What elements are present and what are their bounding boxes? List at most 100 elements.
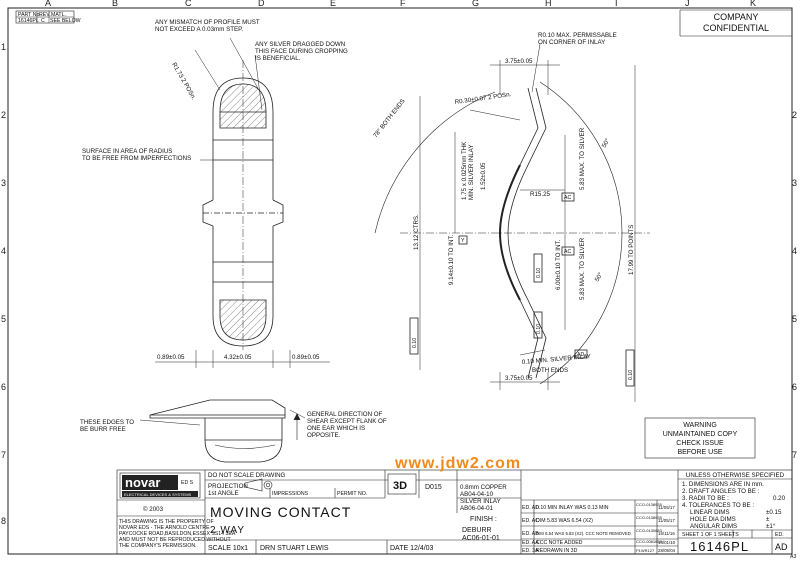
rev-date: 14/01/10 (658, 540, 676, 545)
note-inlay-thk-1: 1.75 x 0.025mm THK (461, 141, 468, 200)
material-line-4: AB06-04-01 (460, 505, 494, 512)
rev-label: REV. (39, 12, 51, 18)
datum-ac-upper: AC (564, 195, 571, 201)
grid-row-3: 3 (1, 178, 6, 188)
tolerance-line-4: 4. TOLERANCES TO BE : (682, 502, 754, 509)
grid-col-d: D (258, 0, 265, 8)
tolerance-linear-value: ±0.15 (766, 509, 782, 516)
rev-ref: CCO-0130683 (636, 528, 663, 533)
dim-right-flange: 0.89±0.05 (292, 354, 320, 361)
grid-row-1: 1 (1, 42, 6, 52)
dim-r15-25: R15.25 (530, 191, 551, 198)
angle-78-both-ends: 78° BOTH ENDS (372, 98, 407, 139)
rev-desc: REDRAWN IN 3D (536, 548, 578, 554)
tolerance-line-5: LINEAR DIMS (690, 509, 730, 516)
note-radius-173: R1.73 2 POSn. (170, 62, 197, 102)
do-not-scale: DO NOT SCALE DRAWING (208, 472, 286, 479)
rev-id: ED. AC (522, 518, 539, 524)
sheet-size: A3 (790, 554, 796, 559)
tolerance-angular-value: ±1° (766, 523, 776, 530)
rev-id: ED. AA (522, 540, 539, 546)
rev-id: ED. AB (522, 531, 539, 537)
note-surface-2: TO BE FREE FROM IMPERFECTIONS (82, 155, 191, 162)
ownership-line-1: THIS DRAWING IS THE PROPERTY OF (119, 519, 214, 525)
title-block (116, 469, 793, 555)
dim-375-top: 3.75±0.05 (505, 58, 533, 65)
grid-row-5-right: 5 (792, 314, 797, 324)
ownership-line-4: AND MUST NOT BE REPRODUCED WITHOUT (119, 537, 231, 543)
rev-id: ED. 3A (522, 548, 539, 554)
rev-ref: CCO-0138935 (636, 515, 663, 520)
angle-50-upper: 50° (601, 137, 612, 149)
material-line-1: 0.8mm COPPER (460, 484, 507, 491)
dim-left-flange: 0.89±0.05 (157, 354, 185, 361)
grid-row-7: 7 (1, 450, 6, 460)
drawing-scale: SCALE 10x1 (208, 545, 248, 552)
grid-col-h: H (545, 0, 552, 8)
finish-label: FINISH : (470, 516, 497, 523)
warning-line-4: BEFORE USE (677, 449, 722, 456)
grid-column-labels: A B C D E F G H I J K (45, 0, 756, 8)
grid-row-6: 6 (1, 382, 6, 392)
ownership-line-2: NOVAR EDS - THE ARNOLD CENTRE (119, 525, 210, 531)
grid-col-g: G (472, 0, 479, 8)
warning-box: WARNING UNMAINTAINED COPY CHECK ISSUE BE… (644, 417, 756, 459)
drawing-edition: AD (775, 542, 788, 552)
rev-date: 11/05/17 (658, 518, 675, 523)
grid-col-b: B (112, 0, 118, 8)
note-silver-2: THIS FACE DURING CROPPING (255, 48, 348, 55)
datum-ac-lower: AC (564, 249, 571, 255)
grid-row-6-right: 6 (792, 382, 797, 392)
copyright: © 2003 (143, 506, 164, 513)
tolerance-hole-value: ± (766, 516, 770, 523)
grid-col-c: C (185, 0, 192, 8)
warning-line-1: WARNING (683, 422, 717, 429)
note-mismatch-2: NOT EXCEED A 0.03mm STEP. (155, 26, 243, 33)
tolerance-line-6: HOLE DIA DIMS (690, 516, 736, 523)
logo-sub: ED S (181, 480, 194, 486)
ownership-line-3: PAYCOCKE ROAD,BASILDON,ESSEX SS14 3EA (119, 531, 236, 537)
grid-col-k: K (750, 0, 756, 8)
grid-row-5: 5 (1, 314, 6, 324)
datum-ad: AD (577, 352, 584, 358)
revision-row: ED. AD 0.10 MIN INLAY WAS 0.13 MIN CCO-0… (522, 502, 675, 511)
dim-13-12-ctrs: 13.12 CTRS. (413, 214, 420, 250)
part-no-label: PART No. (18, 12, 41, 18)
dim-17-99-to-points: 17.99 TO POINTS (628, 225, 635, 275)
grid-row-3-right: 3 (792, 178, 797, 188)
note-010-min-inlay: 0.10 MIN. SILVER INLAY (522, 353, 592, 366)
rev-desc: DIM 6.54 WAS 5.83 (X2). CCC NOTE REMOVED (536, 531, 631, 536)
note-r030: R0.30±0.07 2 POSn. (454, 91, 512, 106)
drawing-date: DATE 12/4/03 (390, 545, 434, 552)
datum-y: Y (461, 238, 465, 244)
novar-logo: novar ED S ELECTRICAL DEVICES & SYSTEMS (119, 472, 201, 499)
revision-row: ED. AC DIM 5.83 WAS 6.54 (X2) CCO-013893… (522, 515, 675, 524)
revision-row: ED. AB DIM 6.54 WAS 5.83 (X2). CCC NOTE … (522, 528, 675, 537)
part-no-value: 16146PL (18, 18, 39, 24)
note-shear-2: SHEAR EXCEPT FLANK OF (307, 418, 387, 425)
grid-col-i: I (615, 0, 618, 8)
confidential-line-2: CONFIDENTIAL (703, 23, 769, 33)
projection-value: 1st ANGLE (208, 490, 239, 497)
note-silver-1: ANY SILVER DRAGGED DOWN (255, 41, 345, 48)
rev-ref: CCO-0081658 (636, 539, 663, 544)
drawing-number: 16146PL (690, 539, 749, 554)
tolerance-radii-value: 0.20 (773, 495, 786, 502)
confidential-stamp: COMPANY CONFIDENTIAL (679, 9, 792, 37)
tolerance-header: UNLESS OTHERWISE SPECIFIED (686, 472, 785, 479)
badge-3d: 3D (393, 480, 407, 492)
revision-row: ED. AA CCC NOTE ADDED CCO-0081658 14/01/… (522, 539, 676, 546)
watermark: www.jdw2.com (394, 455, 521, 472)
permit-label: PERMIT NO. (337, 491, 367, 497)
note-surface-1: SURFACE IN AREA OF RADIUS (82, 148, 172, 155)
material-line-3: SILVER INLAY (460, 498, 501, 505)
rev-date: 28/05/04 (658, 548, 676, 553)
revision-table: ED. AD 0.10 MIN INLAY WAS 0.13 MIN CCO-0… (522, 502, 676, 554)
tolerance-line-3: 3. RADII TO BE : (682, 495, 729, 502)
grid-col-f: F (400, 0, 406, 8)
angle-50-lower: 50° (594, 271, 605, 283)
dim-375-bottom: 3.75±0.05 (505, 375, 533, 382)
tolerance-line-7: ANGULAR DIMS (690, 523, 737, 530)
dim-6-00-to-int: 6.00±0.10 TO INT. (555, 239, 562, 290)
